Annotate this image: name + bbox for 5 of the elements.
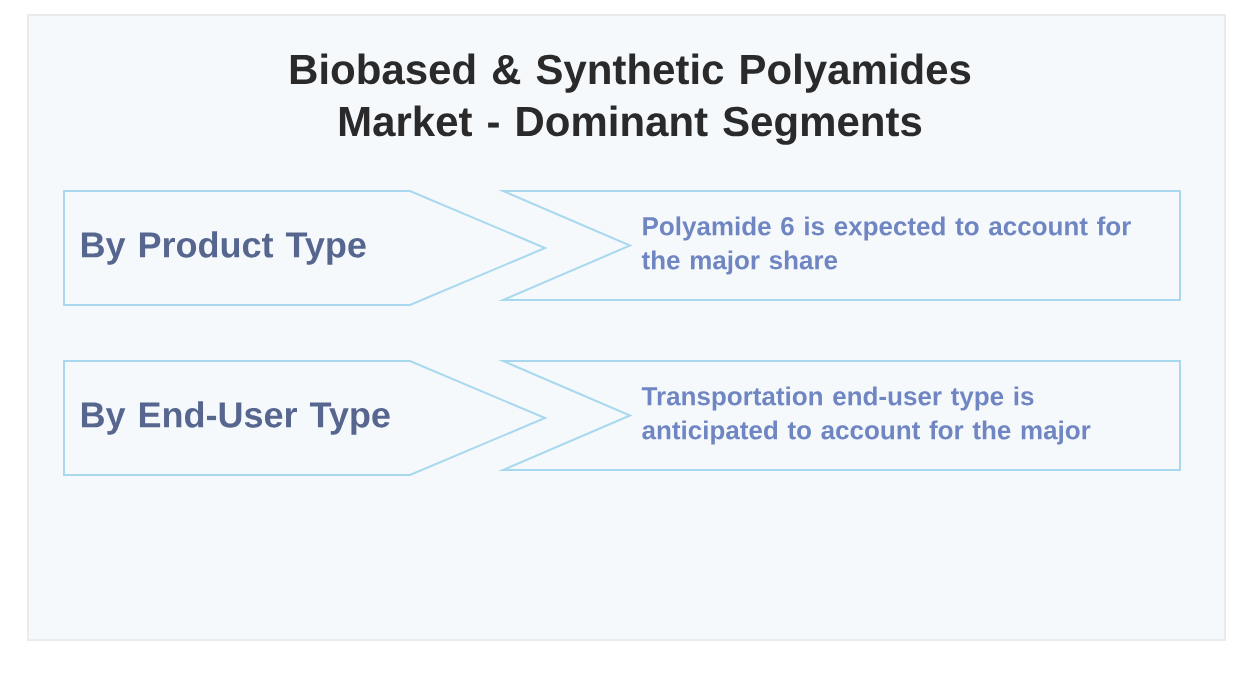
arrow-box: By Product Type	[63, 190, 548, 306]
chevron-box: Polyamide 6 is expected to account for the major share	[498, 190, 1181, 301]
chevron-box: Transportation end-user type is anticipated to account for the major	[498, 360, 1181, 471]
arrow-box: By End-User Type	[63, 360, 548, 476]
title: Biobased & Synthetic Polyamides Market - Dominant Segments	[290, 53, 971, 145]
